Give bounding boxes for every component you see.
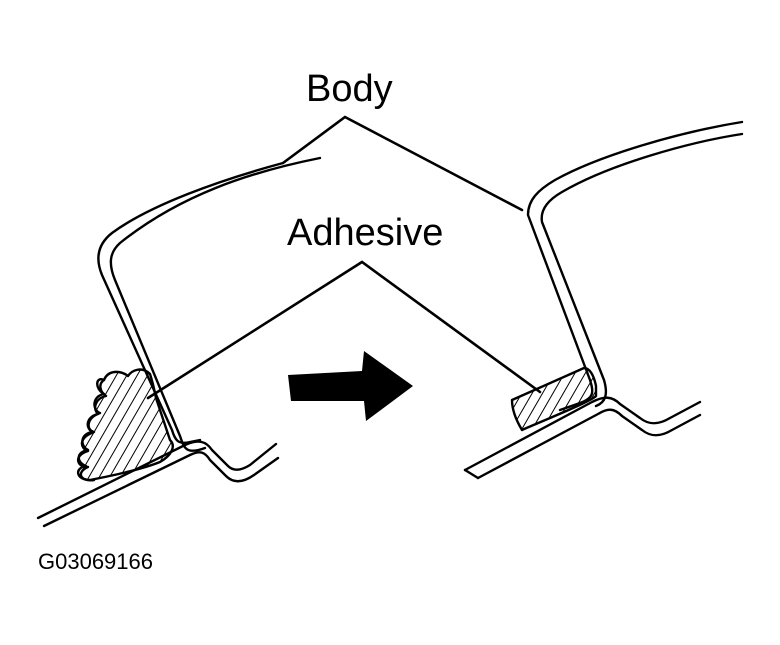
right-adhesive-bead bbox=[510, 366, 598, 432]
adhesive-leader-lines bbox=[146, 260, 542, 400]
right-body-panel bbox=[463, 120, 744, 480]
right-arrow-icon bbox=[288, 351, 413, 421]
body-leader-lines bbox=[281, 115, 524, 212]
adhesive-label: Adhesive bbox=[287, 212, 444, 254]
figure-code: G03069166 bbox=[38, 549, 153, 574]
left-body-panel bbox=[36, 156, 322, 528]
body-label: Body bbox=[306, 68, 393, 110]
